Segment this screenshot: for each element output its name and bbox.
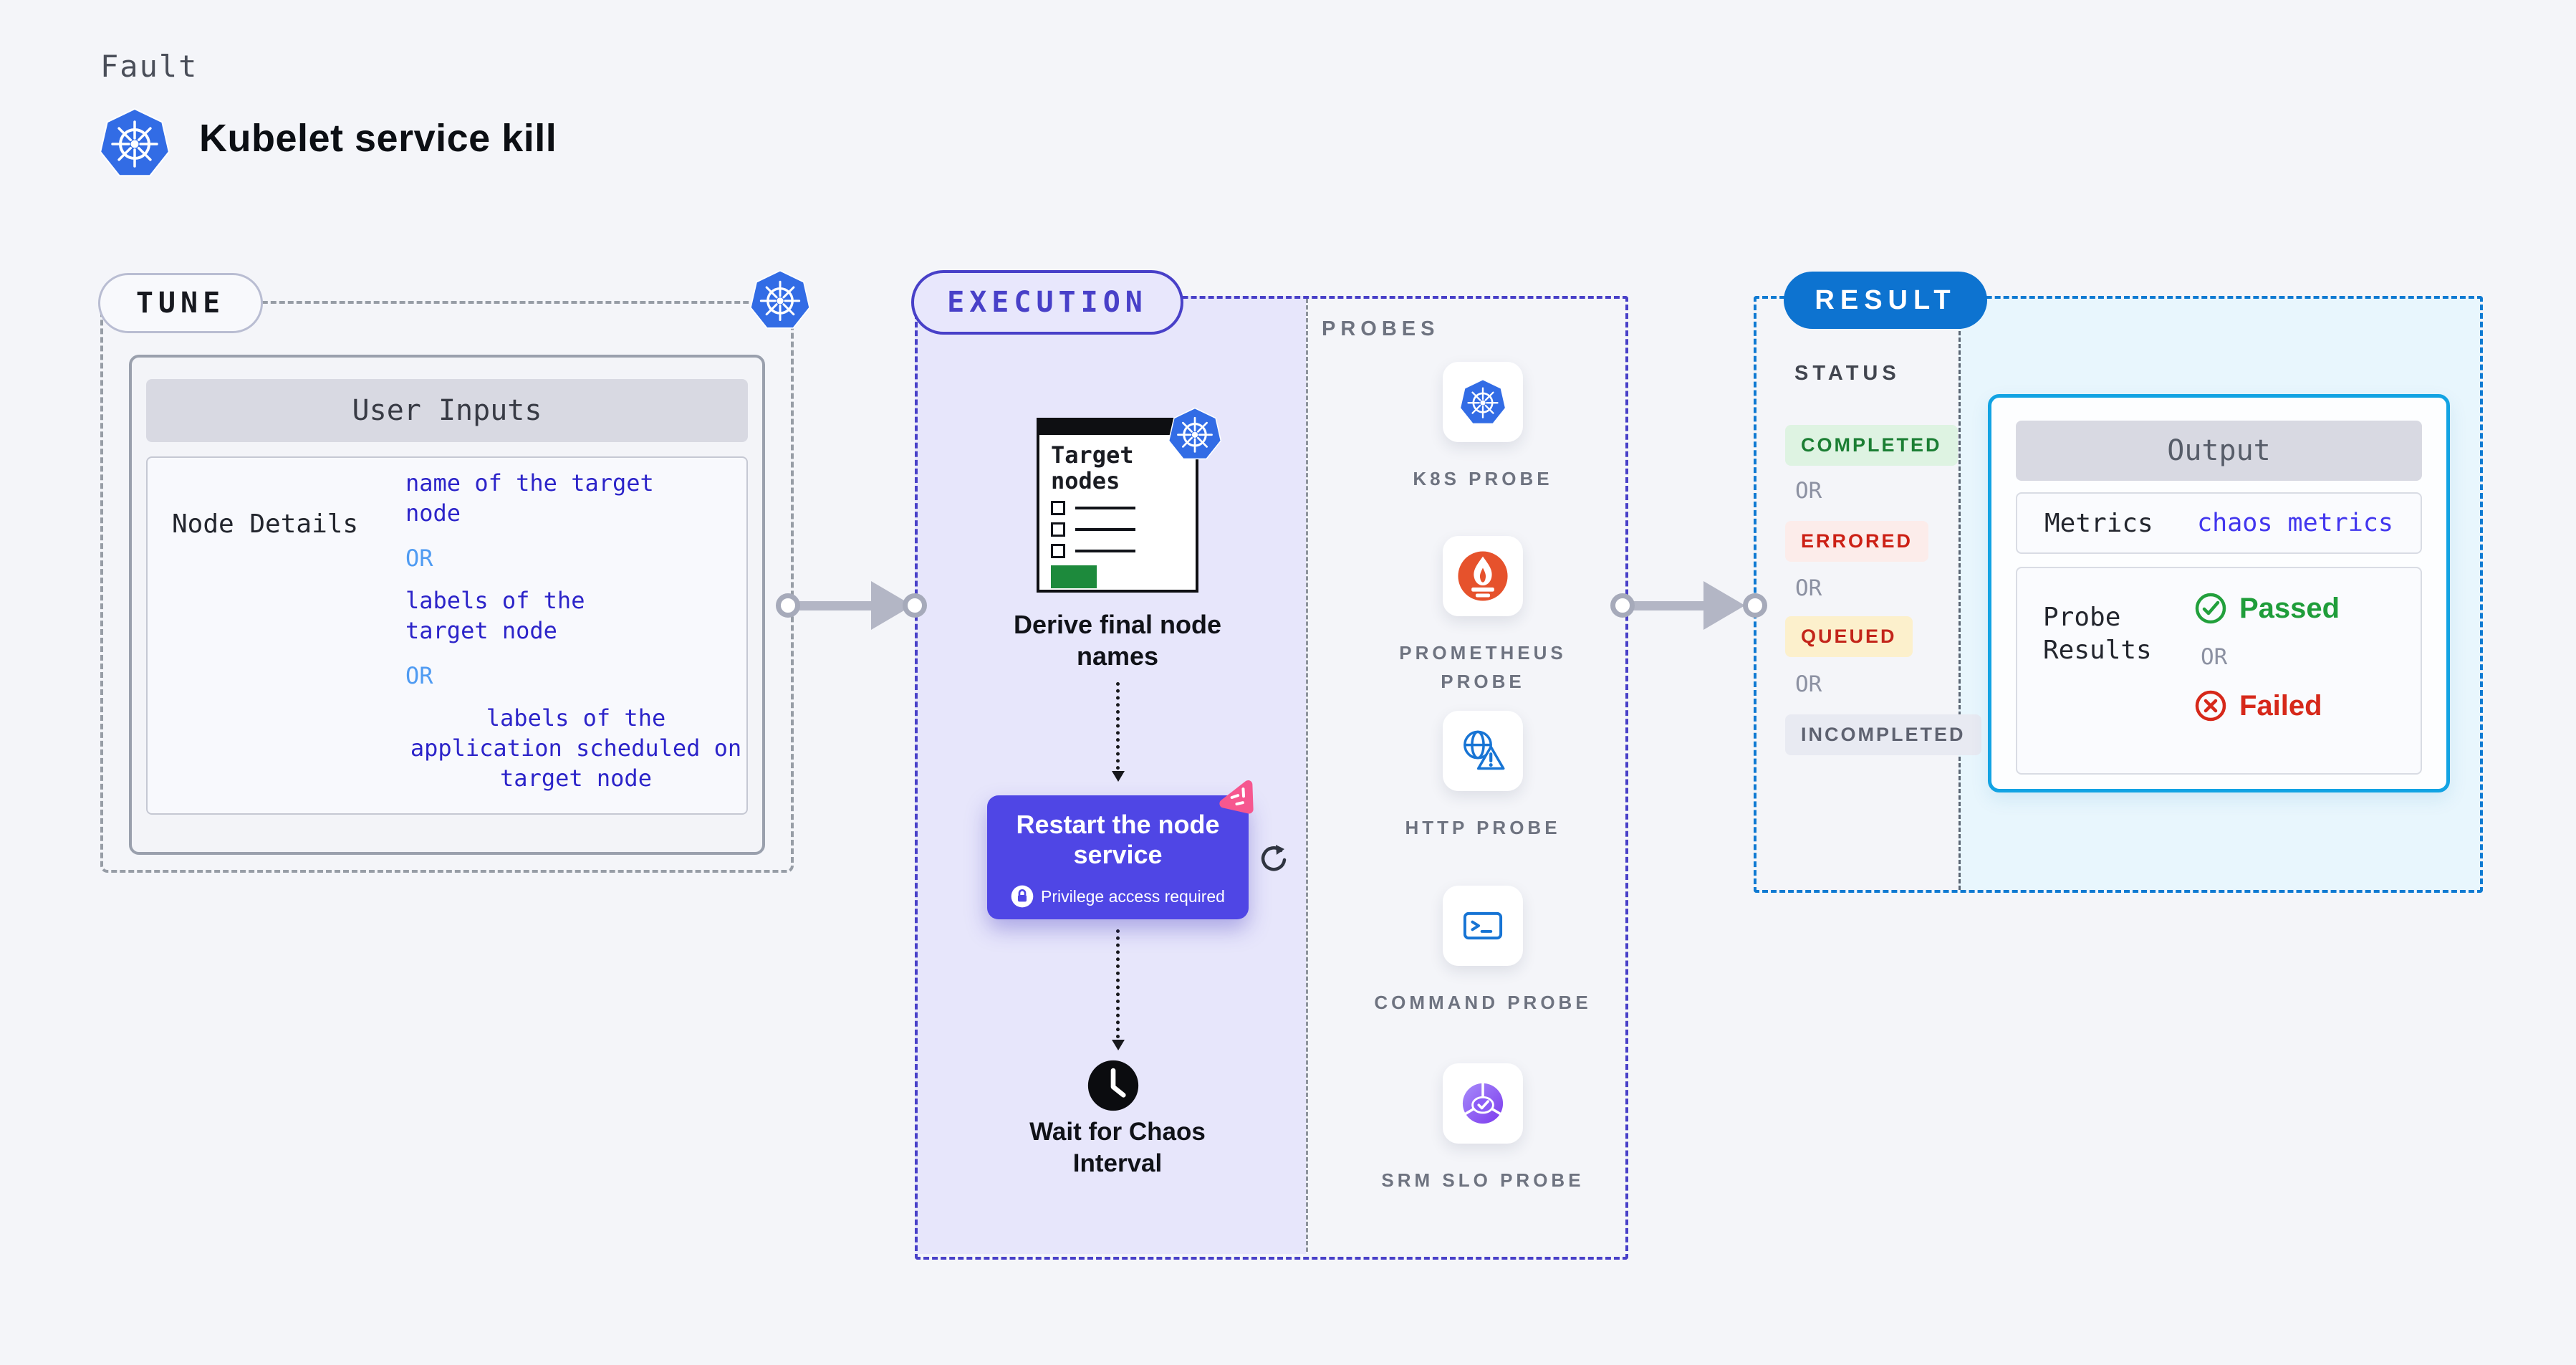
user-inputs-header: User Inputs [146, 379, 748, 442]
probe-label: PROMETHEUS PROBE [1399, 642, 1567, 692]
status-divider [1959, 299, 1961, 890]
clock-icon [1086, 1058, 1140, 1113]
privilege-note-text: Privilege access required [1041, 886, 1225, 906]
kubernetes-icon [99, 106, 170, 181]
flow-arrow-head [1703, 581, 1745, 630]
probe-results-row: Probe Results Passed OR Failed [2016, 567, 2422, 775]
target-node-checkbox [1051, 522, 1135, 537]
probe-card-k8s [1443, 362, 1523, 442]
probe-label: COMMAND PROBE [1374, 992, 1592, 1013]
option-app-labels: labels of the application scheduled on t… [410, 704, 742, 792]
step-wait-label: Wait for Chaos Interval [1029, 1118, 1206, 1177]
probe-label: HTTP PROBE [1405, 817, 1561, 838]
node-details-label: Node Details [172, 509, 359, 539]
chaos-spark-icon [1218, 777, 1256, 815]
probe-label: SRM SLO PROBE [1381, 1169, 1585, 1191]
or-separator: OR [1795, 671, 1822, 697]
connector-dot [903, 593, 927, 618]
flow-connector-down [1112, 682, 1125, 782]
user-inputs-card: User Inputs Node Details name of the tar… [129, 355, 765, 855]
target-nodes-title: Target nodes [1051, 441, 1134, 494]
page-title: Kubelet service kill [199, 117, 557, 160]
restart-node-service-card: Restart the node service Privilege acces… [987, 795, 1249, 919]
metrics-row: Metrics chaos metrics [2016, 492, 2422, 554]
tune-badge: TUNE [98, 273, 263, 333]
restart-title: Restart the node service [1016, 810, 1220, 869]
flow-arrow [1623, 601, 1705, 610]
or-separator: OR [2201, 644, 2228, 670]
probe-card-prometheus [1443, 536, 1523, 616]
step-derive-label: Derive final node names [1013, 610, 1222, 671]
metrics-value: chaos metrics [2197, 509, 2393, 537]
card-title-bar [1039, 421, 1196, 435]
metrics-label: Metrics [2044, 508, 2153, 538]
flow-connector-down [1112, 929, 1125, 1050]
status-badge-queued: QUEUED [1785, 616, 1913, 657]
failed-label: Failed [2239, 689, 2322, 722]
probe-results-values: Passed OR Failed [2193, 591, 2340, 723]
confirm-button-shape [1051, 565, 1097, 588]
probes-title: PROBES [1322, 317, 1440, 340]
option-node-labels: labels of the target node [405, 587, 585, 644]
option-node-name: name of the target node [405, 469, 654, 527]
or-separator: OR [1795, 575, 1822, 601]
probes-divider [1306, 299, 1308, 1252]
privilege-note: Privilege access required [987, 885, 1249, 908]
execution-panel [915, 296, 1628, 1260]
probe-card-command [1443, 886, 1523, 966]
fault-category-label: Fault [100, 49, 198, 84]
status-badge-completed: COMPLETED [1785, 425, 1958, 466]
probe-card-srm-slo [1443, 1063, 1523, 1144]
target-node-checkbox [1051, 544, 1135, 558]
kubernetes-icon [749, 268, 811, 332]
flow-arrow [788, 601, 873, 610]
tune-panel [100, 301, 794, 873]
probe-card-http [1443, 711, 1523, 791]
or-separator: OR [405, 545, 433, 572]
lock-icon [1011, 885, 1034, 908]
x-circle-icon [2193, 689, 2228, 723]
kubernetes-icon [1168, 406, 1222, 463]
connector-dot [1610, 593, 1635, 618]
or-separator: OR [1795, 478, 1822, 504]
status-title: STATUS [1794, 362, 1900, 385]
target-nodes-card: Target nodes [1037, 418, 1198, 593]
execution-badge: EXECUTION [911, 270, 1183, 335]
output-card: Output Metrics chaos metrics Probe Resul… [1988, 394, 2450, 792]
connector-dot [1743, 593, 1767, 618]
status-badge-errored: ERRORED [1785, 521, 1929, 562]
output-header: Output [2016, 421, 2422, 481]
connector-dot [776, 593, 800, 618]
target-node-checkbox [1051, 501, 1135, 515]
user-inputs-body: Node Details name of the target node OR … [146, 456, 748, 815]
result-badge: RESULT [1784, 272, 1987, 329]
status-badge-incompleted: INCOMPLETED [1785, 714, 1981, 755]
node-details-options: name of the target node OR labels of the… [405, 468, 746, 812]
retry-icon [1257, 843, 1292, 877]
check-circle-icon [2193, 591, 2228, 626]
probe-results-label: Probe Results [2043, 603, 2152, 665]
or-separator: OR [405, 662, 433, 689]
probe-label: K8S PROBE [1413, 468, 1553, 489]
passed-label: Passed [2239, 592, 2340, 624]
